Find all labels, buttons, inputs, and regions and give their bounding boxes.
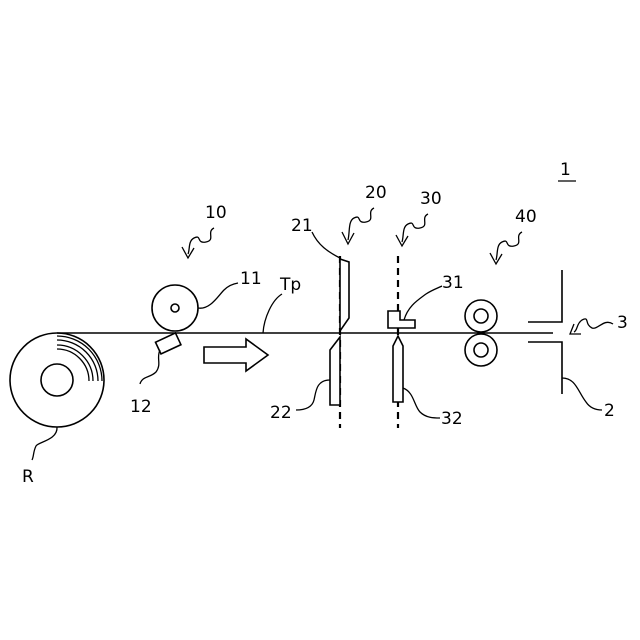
reel: R [10, 333, 104, 487]
cutter-wavy-arrow [348, 208, 374, 240]
cutter-lower [330, 337, 340, 405]
housing-leader [562, 378, 602, 410]
punch-wavy-arrow [402, 214, 428, 242]
label-reel: R [22, 467, 34, 487]
label-housing: 2 [604, 401, 615, 421]
label-punch-upper: 31 [442, 273, 464, 293]
label-tape: Tp [279, 275, 301, 295]
label-feed-group: 40 [515, 207, 537, 227]
punch-upper-leader [404, 286, 442, 320]
unwinder-group: 10 11 12 [130, 203, 262, 417]
feed-group: 40 [465, 207, 537, 366]
label-roller-lower: 12 [130, 397, 152, 417]
reel-leader [32, 427, 57, 460]
label-roller-upper: 11 [240, 269, 262, 289]
cutter-group: 20 21 22 [270, 183, 387, 428]
punch-lower [393, 336, 403, 402]
feed-roller-lower [465, 334, 497, 366]
cutter-upper-leader [312, 232, 340, 258]
feed-roller-upper [465, 300, 497, 332]
label-cutter-lower: 22 [270, 403, 292, 423]
label-outlet: 3 [617, 313, 628, 333]
housing: 2 3 [528, 270, 628, 421]
device-label: 1 [558, 160, 576, 181]
cutter-lower-leader [296, 380, 330, 410]
outlet-wavy-arrow [574, 319, 613, 332]
label-unwinder-group: 10 [205, 203, 227, 223]
punch-lower-leader [403, 388, 440, 418]
label-cutter-upper: 21 [291, 216, 313, 236]
punch-group: 30 31 32 [388, 189, 464, 429]
roller-lower-leader [140, 350, 160, 384]
roller-upper [152, 285, 198, 331]
roller-upper-leader [198, 283, 238, 308]
punch-upper [388, 311, 415, 328]
label-device: 1 [560, 160, 571, 180]
tape-leader [263, 294, 282, 333]
tape: Tp [57, 275, 553, 333]
label-punch-lower: 32 [441, 409, 463, 429]
right-outline-arrow-icon [204, 339, 268, 371]
cutter-upper [340, 259, 349, 331]
label-punch-group: 30 [420, 189, 442, 209]
label-cutter-group: 20 [365, 183, 387, 203]
unwinder-wavy-arrow [188, 228, 214, 254]
feed-wavy-arrow [496, 232, 522, 260]
